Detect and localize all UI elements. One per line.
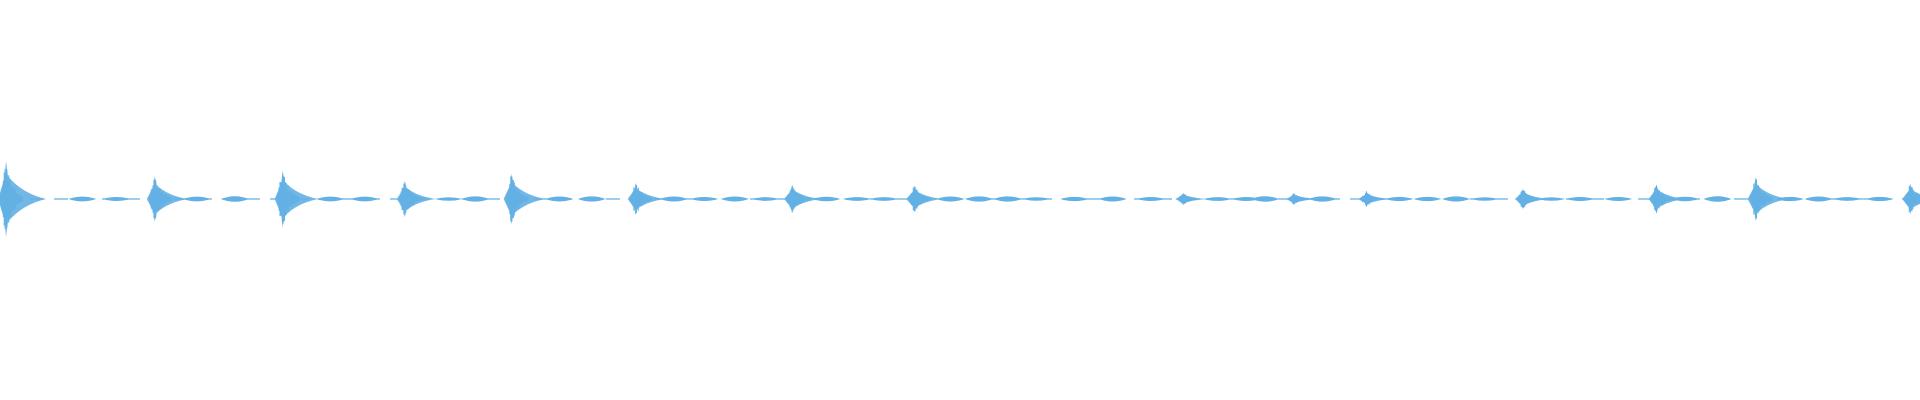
waveform-minor-pulse (720, 196, 749, 202)
waveform-minor-pulse (1804, 196, 1833, 202)
waveform-minor-pulse (1442, 196, 1471, 202)
waveform-minor-pulse (220, 196, 249, 202)
waveform-minor-pulse (1703, 196, 1732, 202)
waveform-peak (1747, 176, 1789, 222)
waveform-minor-pulse (1098, 196, 1127, 202)
waveform-peak (627, 183, 666, 215)
waveform-minor-pulse (1604, 196, 1633, 202)
waveform-peak (784, 184, 821, 214)
waveform-peak (1902, 183, 1920, 215)
waveform-minor-pulse (1865, 196, 1894, 202)
waveform-minor-pulse (182, 196, 211, 202)
waveform-minor-pulse (965, 196, 994, 202)
waveform-minor-pulse (1537, 197, 1566, 201)
waveform-minor-pulse (577, 196, 606, 202)
waveform-minor-pulse (1203, 197, 1232, 201)
waveform-minor-pulse (993, 196, 1022, 202)
waveform-minor-pulse (350, 196, 379, 202)
waveform-minor-pulse (1566, 197, 1595, 201)
waveform-peak (1514, 189, 1550, 209)
waveform-peak (1175, 192, 1209, 206)
waveform-peak (146, 176, 188, 222)
waveform-minor-pulse (812, 196, 841, 202)
waveform-minor-pulse (1470, 197, 1499, 201)
waveform-minor-pulse (68, 196, 97, 202)
waveform-peak (0, 161, 46, 237)
waveform-minor-pulse (1775, 196, 1804, 202)
waveform-peak (1358, 191, 1393, 207)
waveform-peak (906, 185, 943, 213)
waveform-minor-pulse (1833, 197, 1862, 201)
waveform-minor-pulse (936, 196, 965, 202)
waveform-minor-pulse (1136, 196, 1165, 202)
waveform-minor-pulse (461, 196, 490, 202)
waveform-minor-pulse (690, 196, 719, 202)
waveform-minor-pulse (1308, 196, 1337, 202)
waveform-minor-pulse (751, 197, 780, 201)
waveform-minor-pulse (102, 197, 131, 201)
waveform-minor-pulse (1022, 197, 1051, 201)
waveform-peak (396, 180, 436, 218)
waveform-minor-pulse (316, 196, 345, 202)
waveform-minor-pulse (869, 197, 898, 201)
waveform-minor-pulse (1413, 196, 1442, 202)
waveform-peak (1648, 184, 1686, 214)
waveform-minor-pulse (842, 197, 871, 201)
waveform-minor-pulse (545, 196, 574, 202)
waveform-minor-pulse (1232, 196, 1261, 202)
waveform-minor-pulse (1384, 196, 1413, 202)
waveform-peak (274, 170, 319, 228)
waveform-minor-pulse (659, 196, 688, 202)
waveform-minor-pulse (434, 197, 463, 201)
waveform-minor-pulse (1060, 196, 1089, 202)
waveform-peak (1285, 193, 1319, 205)
waveform-peak (503, 173, 546, 225)
waveform-minor-pulse (1251, 196, 1280, 202)
